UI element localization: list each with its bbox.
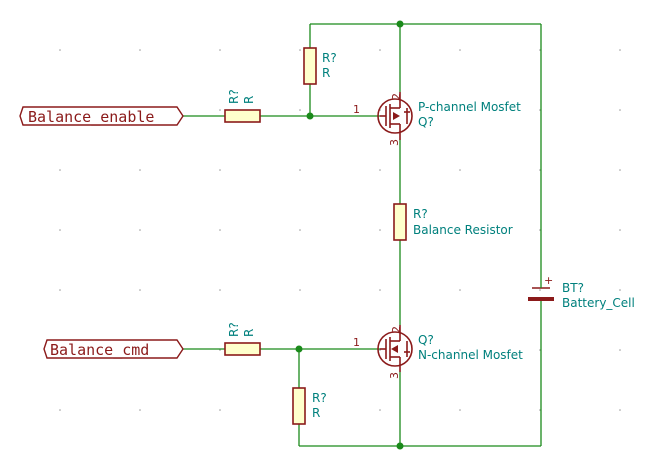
grid-dot — [459, 109, 461, 111]
grid-dot — [619, 289, 621, 291]
resistor-enable-series[interactable]: R? R — [224, 89, 261, 123]
battery-plus-sign: + — [544, 274, 553, 287]
grid-dot — [59, 289, 61, 291]
battery-cell[interactable]: + BT? Battery_Cell — [528, 274, 635, 310]
grid-dots — [59, 49, 621, 411]
port-balance-cmd[interactable]: Balance_cmd — [43, 339, 184, 359]
nmos-pin-source: 3 — [388, 372, 401, 379]
resistor-balance-value: Balance Resistor — [413, 223, 513, 237]
nmos-pin-drain: 2 — [390, 326, 403, 333]
junctions — [295, 20, 404, 450]
grid-dot — [299, 229, 301, 231]
grid-dot — [59, 409, 61, 411]
grid-dot — [59, 229, 61, 231]
port-balance-cmd-label: Balance_cmd — [50, 341, 149, 359]
grid-dot — [139, 49, 141, 51]
grid-dot — [219, 409, 221, 411]
nmos-outline — [377, 331, 413, 367]
resistor-enable-pullup[interactable]: R? R — [303, 47, 337, 85]
port-balance-enable-label: Balance_enable — [28, 108, 154, 126]
grid-dot — [619, 229, 621, 231]
grid-dot — [219, 289, 221, 291]
resistor-enable-pullup-value: R — [322, 66, 330, 80]
grid-dot — [619, 49, 621, 51]
junction-bottom — [396, 442, 404, 450]
port-balance-enable-shape — [19, 106, 184, 126]
grid-dot — [379, 409, 381, 411]
port-balance-cmd-shape — [43, 339, 184, 359]
battery-ref: BT? — [562, 281, 584, 295]
junction-top — [396, 20, 404, 28]
grid-dot — [379, 229, 381, 231]
pmos-arrow — [393, 112, 400, 120]
junction-enable — [306, 112, 314, 120]
grid-dot — [139, 169, 141, 171]
resistor-enable-series-value: R — [242, 96, 256, 104]
resistor-balance-body — [393, 203, 407, 241]
resistor-cmd-pulldown[interactable]: R? R — [292, 387, 327, 425]
resistor-cmd-series-body — [224, 342, 261, 356]
resistor-enable-series-body — [224, 109, 261, 123]
grid-dot — [139, 409, 141, 411]
nmos-value: N-channel Mosfet — [418, 348, 523, 362]
grid-dot — [459, 229, 461, 231]
grid-dot — [459, 409, 461, 411]
grid-dot — [619, 109, 621, 111]
resistor-enable-series-ref: R? — [227, 89, 241, 104]
grid-dot — [219, 229, 221, 231]
mosfet-n-channel[interactable]: 1 2 3 Q? N-channel Mosfet — [353, 325, 523, 379]
junction-cmd — [295, 345, 303, 353]
resistor-balance[interactable]: R? Balance Resistor — [393, 203, 513, 241]
battery-negative-plate — [528, 297, 554, 301]
wires — [183, 23, 542, 447]
grid-dot — [379, 49, 381, 51]
pmos-value: P-channel Mosfet — [418, 100, 521, 114]
grid-dot — [219, 169, 221, 171]
resistor-cmd-pulldown-body — [292, 387, 306, 425]
grid-dot — [459, 49, 461, 51]
nmos-arrow — [391, 345, 398, 353]
port-balance-enable[interactable]: Balance_enable — [19, 106, 184, 126]
pmos-ref: Q? — [418, 115, 434, 129]
resistor-cmd-pulldown-value: R — [312, 406, 320, 420]
grid-dot — [539, 289, 541, 291]
battery-value: Battery_Cell — [562, 296, 635, 310]
grid-dot — [459, 349, 461, 351]
grid-dot — [139, 289, 141, 291]
nmos-pin-gate: 1 — [353, 336, 360, 349]
resistor-cmd-pulldown-ref: R? — [312, 391, 327, 405]
resistor-cmd-series[interactable]: R? R — [224, 322, 261, 356]
grid-dot — [59, 49, 61, 51]
grid-dot — [379, 289, 381, 291]
mosfet-p-channel[interactable]: 1 2 3 P-channel Mosfet Q? — [353, 92, 521, 146]
grid-dot — [379, 169, 381, 171]
resistor-cmd-series-value: R — [242, 329, 256, 337]
resistor-cmd-series-ref: R? — [227, 322, 241, 337]
grid-dot — [459, 289, 461, 291]
resistor-enable-pullup-body — [303, 47, 317, 85]
resistor-balance-ref: R? — [413, 207, 428, 221]
nmos-ref: Q? — [418, 333, 434, 347]
pmos-pin-source: 3 — [388, 139, 401, 146]
grid-dot — [139, 229, 141, 231]
resistor-enable-pullup-ref: R? — [322, 51, 337, 65]
grid-dot — [299, 109, 301, 111]
grid-dot — [299, 49, 301, 51]
pmos-outline — [377, 98, 413, 134]
grid-dot — [299, 169, 301, 171]
pmos-pin-gate: 1 — [353, 103, 360, 116]
pmos-pin-drain: 2 — [390, 93, 403, 100]
grid-dot — [299, 289, 301, 291]
grid-dot — [619, 349, 621, 351]
grid-dot — [619, 409, 621, 411]
grid-dot — [619, 169, 621, 171]
grid-dot — [59, 169, 61, 171]
grid-dot — [219, 109, 221, 111]
grid-dot — [459, 169, 461, 171]
grid-dot — [219, 49, 221, 51]
